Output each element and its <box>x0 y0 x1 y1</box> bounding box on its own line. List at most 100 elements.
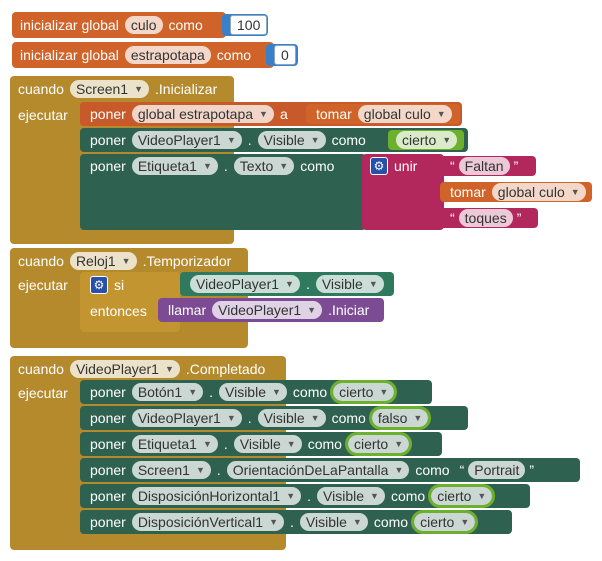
close-quote: ” <box>529 462 535 478</box>
chevron-down-icon: ▼ <box>460 517 470 527</box>
chevron-down-icon: ▼ <box>310 413 320 423</box>
string-value[interactable]: Faltan <box>458 157 510 175</box>
mutator-gear-icon[interactable]: ⚙ <box>370 157 388 175</box>
property-dropdown[interactable]: Visible▼ <box>257 131 326 149</box>
var-name: global culo <box>363 106 431 122</box>
property-dropdown[interactable]: OrientaciónDeLaPantalla▼ <box>226 461 410 479</box>
open-quote: “ <box>450 210 455 226</box>
poner-label: poner <box>90 410 126 426</box>
chevron-down-icon: ▼ <box>477 491 487 501</box>
boolean-value: cierto <box>420 514 455 530</box>
property-dropdown[interactable]: Visible ▼ <box>257 409 326 427</box>
ejecutar-label: ejecutar <box>18 277 68 293</box>
property-dropdown[interactable]: Visible▼ <box>317 487 385 505</box>
como-label: como <box>415 462 450 478</box>
component-name: Botón1 <box>137 384 183 400</box>
bool-row: cierto▼ <box>396 129 463 151</box>
init-global-culo-row: inicializar global culo como <box>20 14 209 36</box>
component-dropdown[interactable]: Etiqueta1▼ <box>131 157 218 175</box>
var-name: global culo <box>497 184 565 200</box>
chevron-down-icon: ▼ <box>368 279 378 289</box>
como-label: como <box>168 17 203 33</box>
property-dropdown[interactable]: Visible▼ <box>315 275 384 293</box>
poner-label: poner <box>90 514 126 530</box>
poner-label: poner <box>90 462 126 478</box>
number-value-0[interactable]: 0 <box>274 45 296 65</box>
component-dropdown[interactable]: VideoPlayer1▼ <box>131 409 242 427</box>
property-name: Visible <box>305 514 347 530</box>
boolean-dropdown[interactable]: cierto▼ <box>330 380 398 404</box>
component-dropdown[interactable]: VideoPlayer1▼ <box>131 131 242 149</box>
var-dropdown-culo[interactable]: global culo▼ <box>357 105 452 123</box>
string-value[interactable]: Portrait <box>468 461 526 479</box>
close-quote: ” <box>513 158 519 174</box>
var-dropdown-estrapotapa[interactable]: global estrapotapa▼ <box>131 105 274 123</box>
var-name-estrapotapa[interactable]: estrapotapa <box>124 46 211 64</box>
chevron-down-icon: ▼ <box>202 439 212 449</box>
component-dropdown-reloj1[interactable]: Reloj1▼ <box>69 252 137 270</box>
component-name: VideoPlayer1 <box>218 302 302 318</box>
method-name: .Iniciar <box>328 302 370 318</box>
boolean-dropdown[interactable]: falso▼ <box>368 406 432 430</box>
boolean-dropdown[interactable]: cierto▼ <box>344 432 413 456</box>
number-value-100[interactable]: 100 <box>230 15 268 35</box>
chevron-down-icon: ▼ <box>279 161 289 171</box>
poner-label: poner <box>90 158 126 174</box>
chevron-down-icon: ▼ <box>285 279 294 289</box>
init-global-culo-block[interactable] <box>12 12 226 38</box>
event-header: cuando Screen1▼ .Inicializar <box>18 78 223 100</box>
boolean-dropdown[interactable]: cierto▼ <box>428 484 496 508</box>
component-dropdown[interactable]: VideoPlayer1▼ <box>212 301 323 319</box>
property-dropdown[interactable]: Texto▼ <box>233 157 295 175</box>
mutator-gear-icon[interactable]: ⚙ <box>90 276 108 294</box>
boolean-value: cierto <box>353 436 389 452</box>
chevron-down-icon: ▼ <box>164 364 174 374</box>
chevron-down-icon: ▼ <box>379 387 389 397</box>
poner-label: poner <box>90 384 126 400</box>
component-dropdown[interactable]: VideoPlayer1▼ <box>190 275 300 293</box>
var-name-culo[interactable]: culo <box>124 16 163 34</box>
set-etiqueta-texto-block[interactable] <box>80 154 366 230</box>
boolean-dropdown[interactable]: cierto ▼ <box>411 510 479 534</box>
event-header: cuando Reloj1▼ .Temporizador <box>18 250 237 272</box>
init-label: inicializar global <box>20 47 119 63</box>
cuando-label: cuando <box>18 361 64 377</box>
property-name: Visible <box>239 436 281 452</box>
set-prop-row: poner VideoPlayer1▼ . Visible▼ como <box>90 129 372 151</box>
poner-label: poner <box>90 488 126 504</box>
component-name: DisposiciónVertical1 <box>137 514 264 530</box>
var-name: global estrapotapa <box>137 106 254 122</box>
chevron-down-icon: ▼ <box>226 135 236 145</box>
chevron-down-icon: ▼ <box>134 84 144 94</box>
component-dropdown[interactable]: DisposiciónHorizontal1▼ <box>131 487 302 505</box>
tomar-label: tomar <box>316 106 352 122</box>
dot-label: . <box>247 132 252 148</box>
string-value[interactable]: toques <box>458 209 513 227</box>
if-row: ⚙ si <box>90 274 130 296</box>
var-dropdown[interactable]: global culo ▼ <box>491 183 586 201</box>
component-dropdown[interactable]: DisposiciónVertical1▼ <box>131 513 285 531</box>
chevron-down-icon: ▼ <box>570 187 580 197</box>
como-label: como <box>331 132 366 148</box>
component-dropdown-videoplayer1[interactable]: VideoPlayer1 ▼ <box>69 360 180 378</box>
property-name: Visible <box>263 410 305 426</box>
component-dropdown[interactable]: Etiqueta1▼ <box>131 435 218 453</box>
component-dropdown-screen1[interactable]: Screen1▼ <box>69 80 150 98</box>
component-dropdown[interactable]: Botón1▼ <box>131 383 204 401</box>
chevron-down-icon: ▼ <box>195 465 205 475</box>
property-name: OrientaciónDeLaPantalla <box>232 462 389 478</box>
property-dropdown[interactable]: Visible▼ <box>299 513 368 531</box>
component-name: VideoPlayer1 <box>75 361 159 377</box>
property-name: Visible <box>225 384 266 400</box>
property-dropdown[interactable]: Visible▼ <box>233 435 302 453</box>
property-dropdown[interactable]: Visible▼ <box>219 383 287 401</box>
chevron-down-icon: ▼ <box>226 413 236 423</box>
boolean-dropdown[interactable]: cierto▼ <box>396 131 458 149</box>
component-dropdown[interactable]: Screen1▼ <box>131 461 211 479</box>
ejecutar-label: ejecutar <box>18 385 68 401</box>
